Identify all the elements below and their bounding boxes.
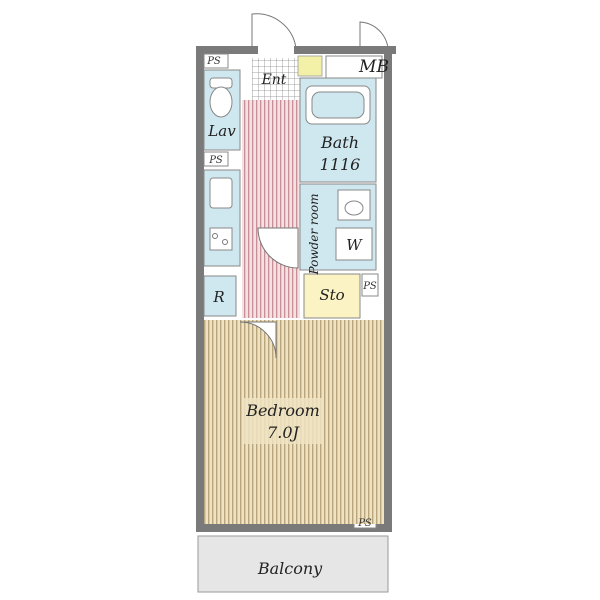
corridor-door: [257, 227, 299, 269]
bath-size: 1116: [320, 155, 361, 174]
kitchen: [203, 169, 241, 267]
lavatory-label: Lav: [207, 122, 236, 140]
pipe-space-label: PS: [357, 518, 372, 529]
powder-room: [299, 183, 377, 271]
meter-box-label: MB: [358, 57, 389, 77]
balcony: [197, 535, 389, 593]
washer-label: W: [346, 236, 363, 254]
bedroom: [204, 320, 384, 524]
exterior-walls: [196, 46, 396, 532]
pipe-space-label: PS: [208, 155, 223, 166]
entrance-label: Ent: [261, 72, 287, 88]
storage-label: Sto: [319, 286, 344, 304]
pipe-space-label: PS: [206, 56, 221, 67]
lavatory: [203, 69, 241, 151]
bedroom-size: 7.0J: [267, 423, 300, 442]
entrance-door: [251, 13, 389, 49]
pipe-space-label: PS: [362, 281, 377, 292]
bathroom: [299, 77, 377, 183]
bedroom-label: Bedroom: [245, 401, 320, 420]
corridor: [242, 100, 300, 318]
storage: [303, 273, 361, 319]
powder-room-label: Powder room: [307, 194, 321, 276]
balcony-label: Balcony: [257, 559, 323, 578]
bath-label: Bath: [320, 133, 359, 152]
meter-box: [297, 55, 383, 79]
refrigerator: [203, 275, 237, 317]
entrance-tile: [252, 58, 300, 100]
refrigerator-label: R: [212, 288, 224, 306]
